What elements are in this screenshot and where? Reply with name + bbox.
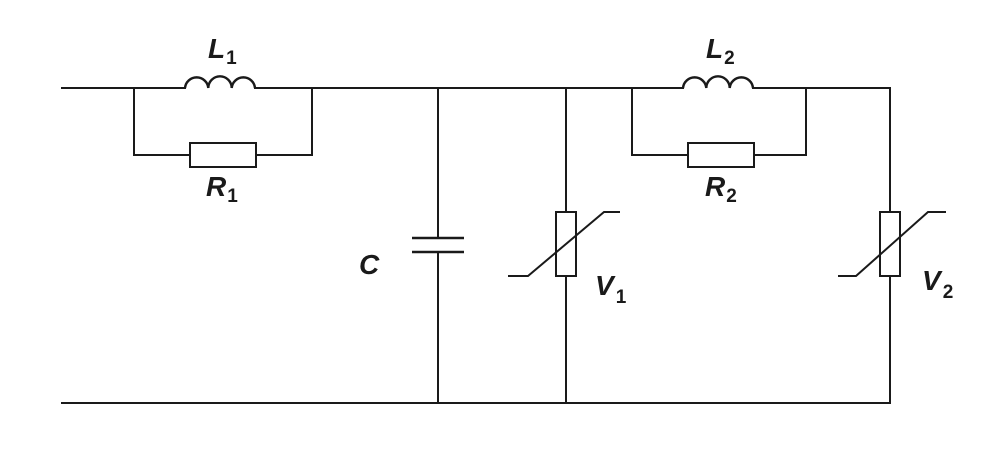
wire-r2-right xyxy=(753,87,807,156)
wires xyxy=(61,87,891,404)
inductor-l1 xyxy=(183,75,257,89)
resistor-r1 xyxy=(189,142,257,168)
varistor-v1 xyxy=(508,211,620,277)
resistor-r2 xyxy=(687,142,755,168)
label-r1: R1 xyxy=(206,171,238,207)
capacitor-c xyxy=(412,236,464,254)
wire-r2-left xyxy=(631,87,689,156)
varistor-v2 xyxy=(838,211,946,277)
wire-r1-right xyxy=(255,87,313,156)
wire-r1-left xyxy=(133,87,191,156)
label-c: C xyxy=(359,249,380,280)
label-r2: R2 xyxy=(705,171,737,207)
inductor-l2 xyxy=(681,75,755,89)
varistor-v2-curve xyxy=(838,211,946,277)
varistor-v1-curve xyxy=(508,211,620,277)
label-l2: L2 xyxy=(706,33,735,69)
varistor-v2-body xyxy=(879,211,901,277)
label-l1: L1 xyxy=(208,33,237,69)
